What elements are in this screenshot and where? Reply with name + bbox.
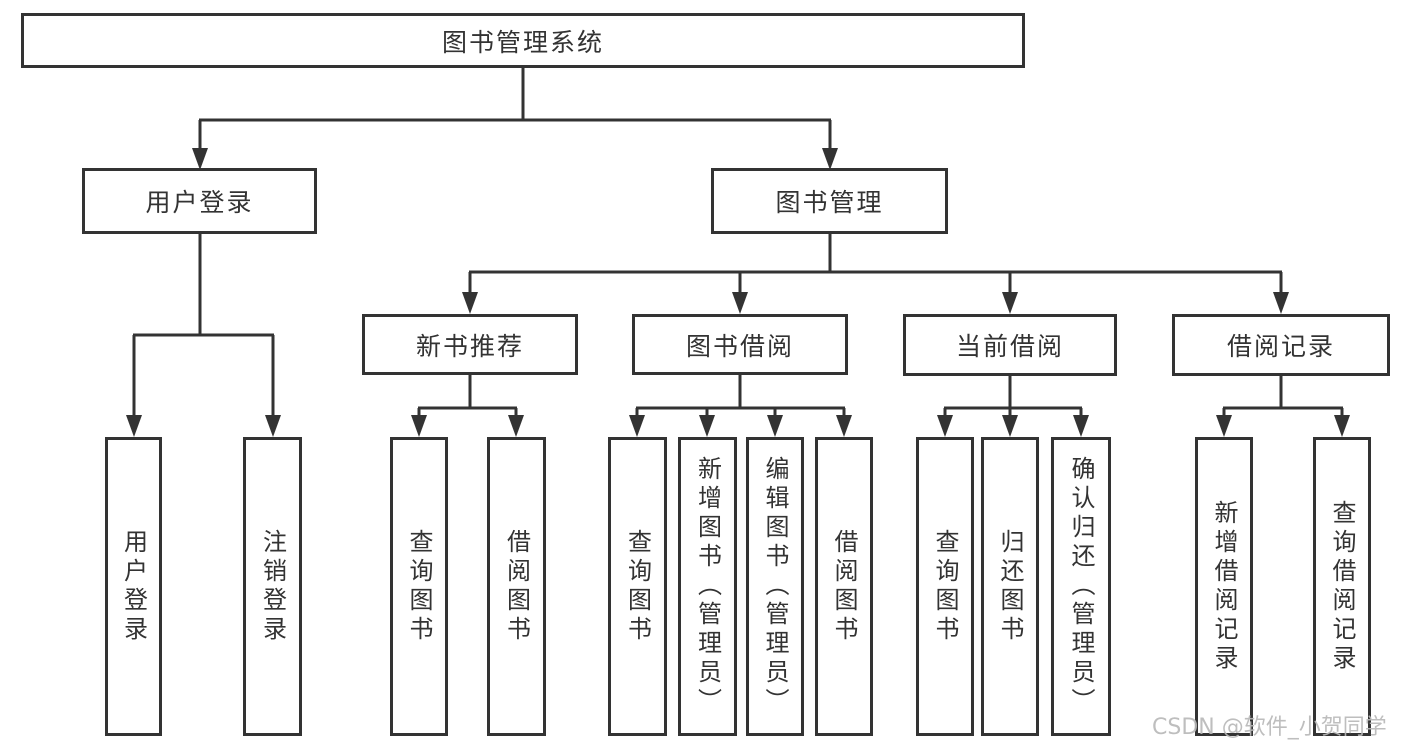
leaf-query-borrow-record: 查询借阅记录: [1313, 437, 1371, 736]
leaf-borrow-books-2-label: 借阅图书: [830, 528, 858, 645]
leaf-query-books-2: 查询图书: [608, 437, 667, 736]
node-book-borrow-label: 图书借阅: [685, 331, 794, 361]
leaf-logout-label: 注销登录: [258, 528, 287, 645]
node-book-borrow: 图书借阅: [632, 314, 848, 375]
leaf-add-borrow-record-label: 新增借阅记录: [1210, 499, 1238, 674]
node-user-login-label: 用户登录: [145, 188, 254, 217]
leaf-user-login-label: 用户登录: [119, 528, 148, 645]
leaf-query-borrow-record-label: 查询借阅记录: [1328, 499, 1356, 674]
leaf-return-books: 归还图书: [981, 437, 1039, 736]
tree-edges: [132, 68, 1344, 417]
node-new-book-recommend: 新书推荐: [362, 314, 578, 375]
leaf-add-borrow-record: 新增借阅记录: [1195, 437, 1253, 736]
leaf-confirm-return-admin: 确认归还（管理员）: [1051, 437, 1111, 736]
leaf-return-books-label: 归还图书: [996, 528, 1024, 645]
leaf-borrow-books-2: 借阅图书: [815, 437, 873, 736]
node-new-book-recommend-label: 新书推荐: [415, 331, 524, 361]
node-user-login: 用户登录: [82, 168, 317, 234]
leaf-borrow-books-1: 借阅图书: [487, 437, 546, 736]
node-current-borrow: 当前借阅: [903, 314, 1117, 376]
leaf-query-books-1-label: 查询图书: [405, 528, 433, 645]
node-book-management-label: 图书管理: [775, 188, 884, 217]
leaf-borrow-books-1-label: 借阅图书: [502, 528, 531, 645]
node-book-management: 图书管理: [711, 168, 948, 234]
leaf-edit-books-admin: 编辑图书（管理员）: [746, 437, 804, 736]
leaf-query-books-3: 查询图书: [916, 437, 974, 736]
leaf-user-login: 用户登录: [105, 437, 162, 736]
leaf-query-books-2-label: 查询图书: [623, 528, 652, 645]
leaf-query-books-1: 查询图书: [390, 437, 448, 736]
node-borrow-records: 借阅记录: [1172, 314, 1390, 376]
leaf-logout: 注销登录: [243, 437, 302, 736]
node-root: 图书管理系统: [21, 13, 1025, 68]
leaf-query-books-3-label: 查询图书: [931, 528, 959, 645]
leaf-edit-books-admin-label: 编辑图书（管理员）: [761, 456, 789, 717]
node-current-borrow-label: 当前借阅: [955, 332, 1064, 361]
arrowheads: [126, 148, 1350, 437]
node-borrow-records-label: 借阅记录: [1226, 332, 1335, 361]
leaf-add-books-admin-label: 新增图书（管理员）: [693, 456, 722, 717]
leaf-confirm-return-admin-label: 确认归还（管理员）: [1067, 456, 1095, 717]
node-root-label: 图书管理系统: [441, 27, 604, 57]
leaf-add-books-admin: 新增图书（管理员）: [678, 437, 737, 736]
